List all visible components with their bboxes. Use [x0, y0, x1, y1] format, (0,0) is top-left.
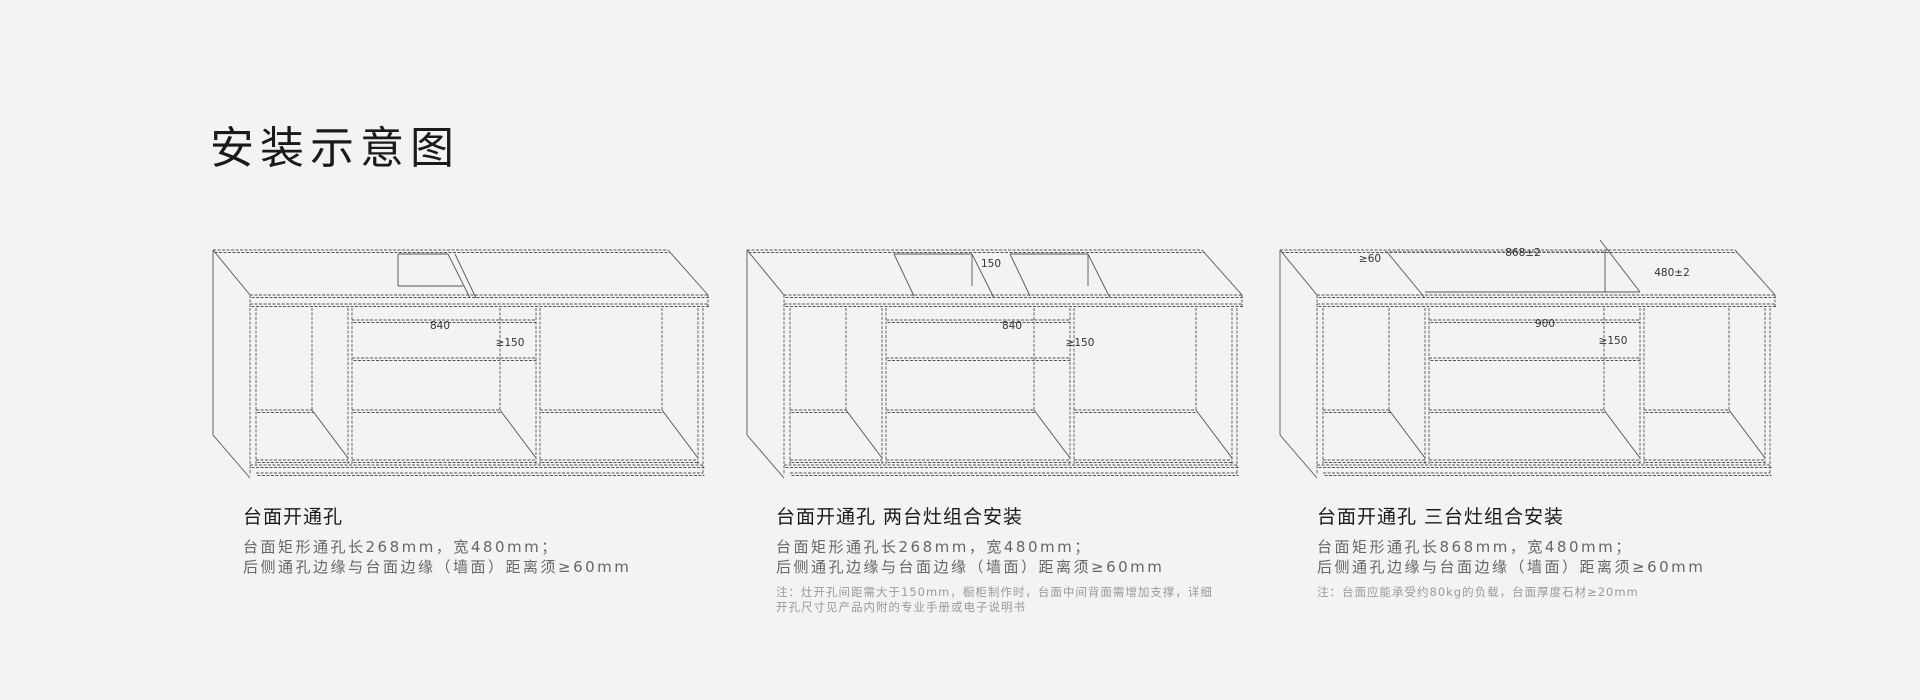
inner-diagonal	[845, 409, 883, 459]
dimension-width-label: 840	[1002, 320, 1022, 332]
countertop-left-edge	[212, 249, 251, 296]
dimension-depth-label: ≥150	[1066, 337, 1095, 349]
dimension-depth-label: ≥150	[496, 337, 525, 349]
caption-line: 后侧通孔边缘与台面边缘（墙面）距离须≥60mm	[776, 558, 1165, 576]
hole-edge	[971, 253, 995, 299]
hole-edge	[1009, 253, 1031, 297]
hole-edge	[1087, 253, 1111, 299]
diagram-two-cooktops: 150 840 ≥150	[742, 240, 1262, 480]
countertop-left-edge	[1279, 249, 1318, 296]
countertop-left-edge	[746, 249, 785, 296]
caption-line: 台面矩形通孔长268mm，宽480mm；	[776, 538, 1092, 556]
hole-edge	[1386, 251, 1426, 299]
caption-line: 后侧通孔边缘与台面边缘（墙面）距离须≥60mm	[1317, 558, 1706, 576]
hole-edge	[893, 253, 915, 297]
dimension-width-label: 840	[430, 320, 450, 332]
countertop-right-edge	[667, 249, 709, 296]
caption-heading: 台面开通孔	[243, 506, 344, 528]
caption-single-hole: 台面开通孔 台面矩形通孔长268mm，宽480mm； 后侧通孔边缘与台面边缘（墙…	[243, 502, 631, 577]
side-panel-edge	[746, 434, 785, 479]
page-title: 安装示意图	[210, 123, 460, 174]
hole-edge	[1599, 240, 1641, 293]
note-line: 注：灶开孔间距需大于150mm，橱柜制作时，台面中间背面需增加支撑，详细	[776, 585, 1213, 599]
inner-diagonal	[499, 409, 537, 459]
caption-line: 台面矩形通孔长868mm，宽480mm；	[1317, 538, 1633, 556]
inner-diagonal	[1728, 409, 1766, 459]
diagram-single-hole: 840 ≥150	[208, 240, 728, 480]
countertop-right-edge	[1201, 249, 1243, 296]
caption-line: 后侧通孔边缘与台面边缘（墙面）距离须≥60mm	[243, 558, 632, 576]
caption-three-cooktops: 台面开通孔 三台灶组合安装 台面矩形通孔长868mm，宽480mm； 后侧通孔边…	[1317, 502, 1705, 600]
caption-heading: 台面开通孔 两台灶组合安装	[776, 506, 1024, 528]
inner-diagonal	[311, 409, 349, 459]
inner-diagonal	[1603, 409, 1641, 459]
note-line: 开孔尺寸见产品内附的专业手册或电子说明书	[776, 600, 1026, 614]
diagram-three-cooktops: 868±2 ≥60 480±2 900 ≥150	[1275, 240, 1795, 480]
inner-diagonal	[1388, 409, 1426, 459]
caption-note: 注：灶开孔间距需大于150mm，橱柜制作时，台面中间背面需增加支撑，详细 开孔尺…	[776, 585, 1213, 615]
dimension-length-label: 868±2	[1505, 247, 1541, 259]
dimension-back-label: ≥60	[1359, 253, 1381, 265]
caption-two-cooktops: 台面开通孔 两台灶组合安装 台面矩形通孔长268mm，宽480mm； 后侧通孔边…	[776, 502, 1213, 615]
caption-line: 台面矩形通孔长268mm，宽480mm；	[243, 538, 559, 556]
dimension-depth-label: ≥150	[1599, 335, 1628, 347]
caption-note: 注：台面应能承受约80kg的负载，台面厚度石材≥20mm	[1317, 585, 1705, 600]
dimension-hole-depth-label: 480±2	[1654, 267, 1690, 279]
hole-edge	[454, 253, 477, 299]
inner-diagonal	[661, 409, 699, 459]
hole-edge	[447, 253, 471, 299]
dimension-gap-label: 150	[981, 258, 1001, 270]
note-line: 注：台面应能承受约80kg的负载，台面厚度石材≥20mm	[1317, 585, 1639, 599]
dimension-width-label: 900	[1535, 318, 1555, 330]
side-panel-edge	[1279, 434, 1318, 479]
caption-heading: 台面开通孔 三台灶组合安装	[1317, 506, 1565, 528]
inner-diagonal	[1033, 409, 1071, 459]
inner-diagonal	[1195, 409, 1233, 459]
countertop-right-edge	[1734, 249, 1776, 296]
side-panel-edge	[212, 434, 251, 479]
